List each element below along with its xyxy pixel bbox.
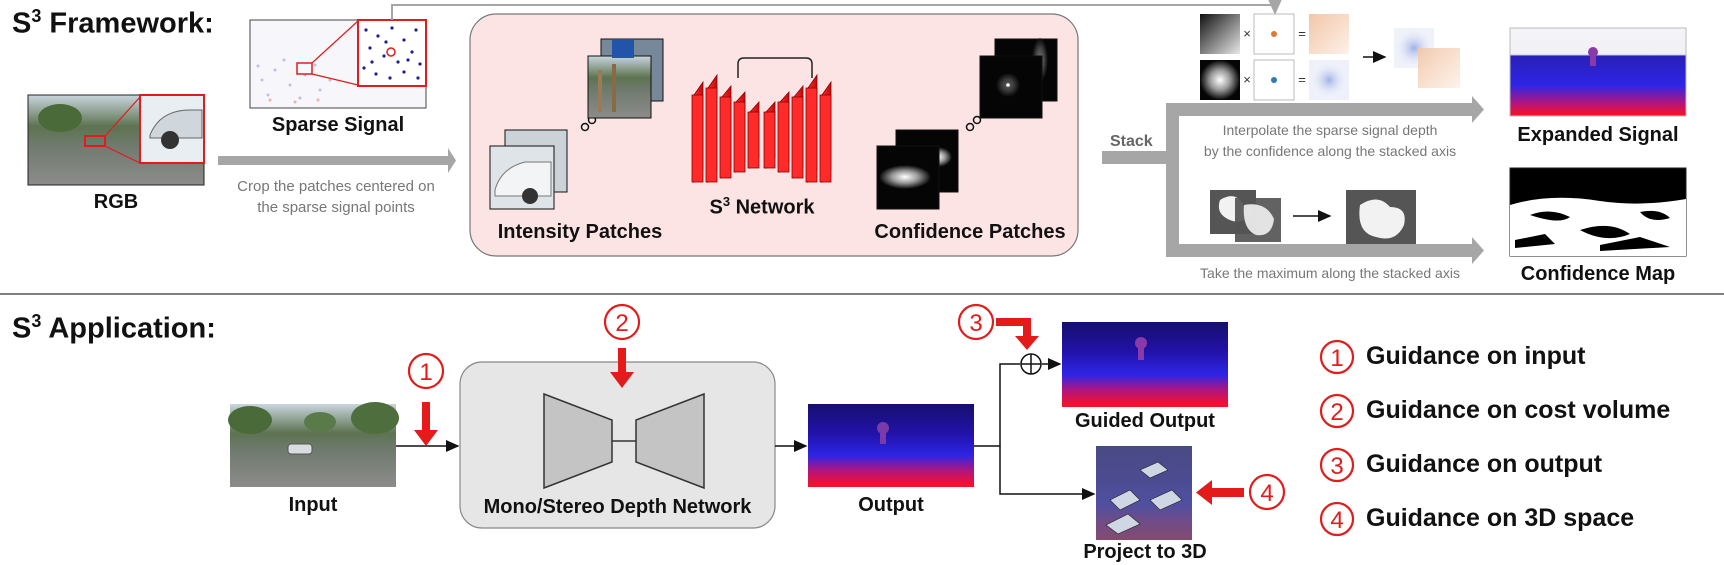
output-branch-down [999,446,1096,500]
marker-number-4: 4 [1260,480,1273,507]
rgb-label: RGB [93,191,139,213]
marker-circle-2 [603,303,641,341]
confidence-map-image [1509,167,1687,257]
guidance-arrow-4 [1196,480,1244,505]
sum-node [1020,353,1042,375]
encoder-decoder-graphic [543,392,705,490]
stack-label: Stack [1110,133,1153,150]
input-image [228,402,399,487]
op-times-1: × [1243,26,1251,41]
op-equals-1: = [1298,26,1306,41]
s3-network-label: S3 Network [709,194,815,219]
legend-circle-1 [1319,339,1355,375]
intensity-patches-label: Intensity Patches [497,221,663,243]
crop-caption: Crop the patches centered on the sparse … [237,178,435,216]
legend-text-1: Guidance on input [1366,342,1586,370]
legend-circle-4 [1319,501,1355,537]
output-label: Output [858,494,924,516]
interpolation-illustration [1200,13,1460,101]
marker-circle-1 [407,352,445,390]
marker-circle-3 [957,303,995,341]
guidance-arrow-2 [610,348,634,388]
guided-output-image [1062,322,1228,407]
legend-circle-3 [1319,447,1355,483]
project-3d-label: Project to 3D [1083,541,1207,563]
sparse-signal-label: Sparse Signal [271,114,405,136]
marker-circle-4 [1248,473,1286,511]
confidence-patches-label: Confidence Patches [874,221,1066,243]
crop-arrow [218,148,456,173]
legend-number-1: 1 [1330,345,1343,372]
legend-text-2: Guidance on cost volume [1366,396,1671,424]
legend-text-4: Guidance on 3D space [1366,504,1635,532]
marker-number-1: 1 [419,359,432,386]
marker-number-2: 2 [615,310,628,337]
output-depth-image [808,404,974,487]
op-times-2: × [1243,72,1251,87]
expanded-signal-label: Expanded Signal [1517,124,1679,146]
legend-number-3: 3 [1330,453,1343,480]
sparse-feed-arrow [391,0,1283,20]
s3-network-graphic [691,57,832,184]
sparse-signal-image [249,19,427,109]
application-title: S3 Application: [12,311,216,345]
intensity-patches [489,38,664,210]
confidence-patches [876,38,1058,210]
rgb-image [27,94,205,186]
legend-text-3: Guidance on output [1366,450,1603,478]
depth-network-label: Mono/Stereo Depth Network [483,496,752,518]
project-3d-image [1096,446,1192,540]
guidance-arrow-1 [414,402,438,446]
guidance-arrow-3 [996,318,1039,350]
max-caption: Take the maximum along the stacked axis [1200,265,1460,281]
legend-number-4: 4 [1330,507,1343,534]
legend-number-2: 2 [1330,399,1343,426]
op-equals-2: = [1298,72,1306,87]
framework-title: S3 Framework: [12,6,214,40]
max-illustration [1210,190,1416,244]
marker-number-3: 3 [969,310,982,337]
stack-arrow [1102,96,1484,264]
output-branch-up [974,363,1020,447]
guided-output-label: Guided Output [1075,410,1215,432]
interpolate-caption: Interpolate the sparse signal depth by t… [1203,122,1457,159]
confidence-map-label: Confidence Map [1520,263,1676,285]
input-label: Input [288,494,338,516]
expanded-signal-image [1509,27,1687,117]
legend-circle-2 [1319,393,1355,429]
